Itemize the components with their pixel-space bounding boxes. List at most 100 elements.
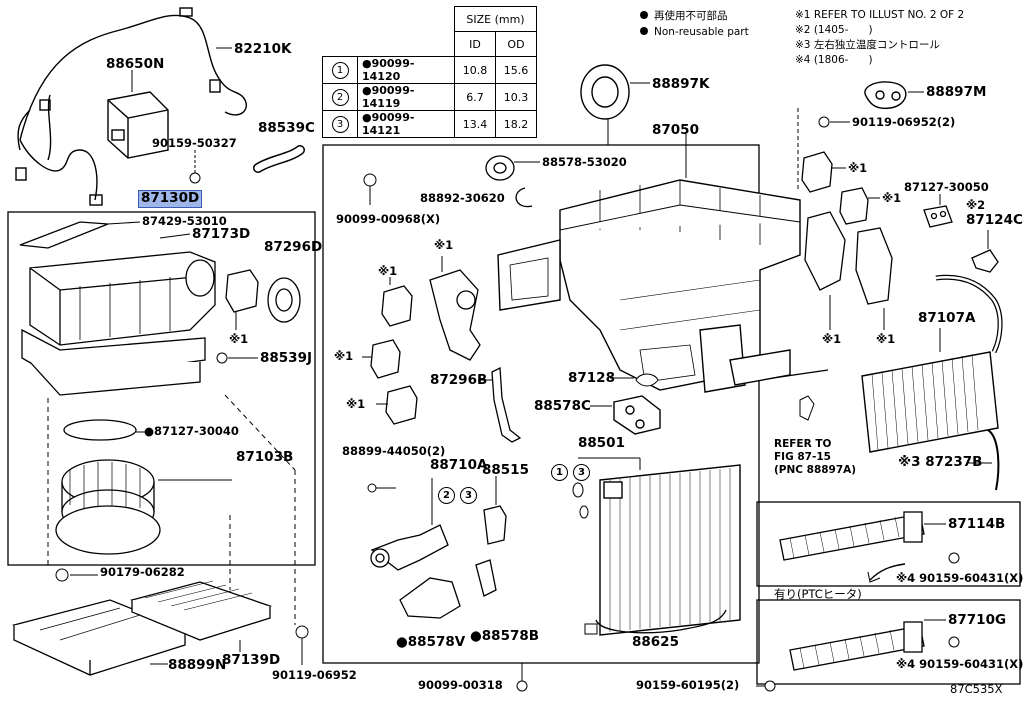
screw-icon (948, 636, 960, 648)
legend-en: Non-reusable part (654, 26, 749, 38)
part-label[interactable]: 88897M (926, 84, 987, 100)
part-label[interactable]: 88578C (534, 398, 591, 414)
part-label[interactable]: 87710G (948, 612, 1007, 628)
part-label[interactable]: 87114B (948, 516, 1006, 532)
o-ring-icon (572, 482, 589, 519)
bullet-icon (640, 27, 648, 35)
part-label[interactable]: ●88578B (470, 628, 540, 644)
note-mark: ※1 (848, 161, 868, 175)
part-label-highlighted[interactable]: 87130D (138, 190, 203, 208)
insulator-pad-icon (475, 559, 497, 597)
blower-unit-frame (7, 211, 316, 566)
part-label[interactable]: 88539J (260, 350, 312, 366)
size-table: SIZE (mm) ID OD 1 ●90099-14120 10.8 15.6… (322, 6, 537, 138)
part-label[interactable]: 88710A (430, 457, 488, 473)
part-label[interactable]: ●88578V (396, 634, 466, 650)
part-label[interactable]: 88501 (578, 435, 625, 451)
sensor-icon (799, 395, 815, 421)
figure-code: 87C535X (950, 682, 1003, 696)
part-label[interactable]: 90119-06952 (272, 668, 357, 682)
part-label[interactable]: 90099-00318 (418, 678, 503, 692)
part-label[interactable]: 87296D (264, 239, 323, 255)
part-label[interactable]: 87173D (192, 226, 251, 242)
heater-unit-frame (322, 144, 760, 664)
part-label[interactable]: 88892-30620 (420, 191, 505, 205)
part-label[interactable]: ※3 87237B (898, 454, 983, 470)
circle-marker: 1 (551, 464, 568, 481)
part-number: ●90099-14120 (357, 56, 455, 84)
ptc-heater-icon (789, 621, 925, 671)
wire-harness-icon (15, 7, 247, 206)
part-label[interactable]: 88650N (106, 56, 165, 72)
cabin-filter-icon (129, 580, 273, 641)
outer-diameter: 18.2 (495, 110, 537, 138)
seal-ring-icon (580, 64, 630, 120)
part-label[interactable]: 87127-30050 (904, 180, 989, 194)
grommet-icon (864, 81, 907, 110)
note-2: ※2 (1405- ) (795, 24, 873, 36)
screw-icon (363, 173, 377, 205)
bullet-icon (640, 11, 648, 19)
evaporator-icon (599, 464, 741, 636)
part-label[interactable]: 82210K (234, 41, 292, 57)
col-od: OD (495, 31, 537, 57)
table-row: 3 ●90099-14121 13.4 18.2 (322, 110, 537, 138)
part-label[interactable]: 88625 (632, 634, 679, 650)
part-label[interactable]: 87124C (966, 212, 1023, 228)
part-label[interactable]: 87429-53010 (142, 214, 227, 228)
insulator-pad-icon (399, 577, 461, 619)
part-label[interactable]: ※4 90159-60431(X) (896, 571, 1024, 585)
part-label[interactable]: 88899N (168, 657, 227, 673)
part-number: ●90099-14121 (357, 110, 455, 138)
clip-icon (971, 249, 999, 273)
part-label[interactable]: 87296B (430, 372, 488, 388)
part-label[interactable]: 87050 (652, 122, 699, 138)
part-label[interactable]: 90119-06952(2) (852, 115, 956, 129)
ptc-heater-icon (779, 511, 925, 561)
blower-fan-icon (55, 419, 161, 555)
screw-icon (367, 483, 396, 493)
inner-diameter: 10.8 (454, 56, 496, 84)
valve-icon (483, 505, 507, 545)
part-label[interactable]: 88899-44050(2) (342, 444, 446, 458)
note-mark: ※1 (378, 264, 398, 278)
part-label[interactable]: ※4 90159-60431(X) (896, 657, 1024, 671)
part-label[interactable]: 90159-60195(2) (636, 678, 740, 692)
note-mark: ※1 (876, 332, 896, 346)
part-label[interactable]: 88897K (652, 76, 710, 92)
part-label[interactable]: 88515 (482, 462, 529, 478)
part-label[interactable]: 90099-00968(X) (336, 212, 441, 226)
outer-diameter: 10.3 (495, 83, 537, 111)
part-label[interactable]: 87103B (236, 449, 294, 465)
reference-note[interactable]: REFER TO FIG 87-15 (PNC 88897A) (774, 438, 857, 477)
heater-case-icon (497, 179, 801, 393)
clip-icon (635, 373, 659, 387)
part-label[interactable]: 87139D (222, 652, 281, 668)
ptc-heater-frame-lower (756, 599, 1021, 685)
outer-diameter: 15.6 (495, 56, 537, 84)
note-mark: ※1 (822, 332, 842, 346)
rubber-seal-icon (485, 155, 515, 181)
seal-pad-icon (923, 205, 953, 228)
part-label[interactable]: 88578-53020 (542, 155, 627, 169)
part-label[interactable]: 90179-06282 (100, 565, 185, 579)
note-mark: ※1 (882, 191, 902, 205)
row-number: 3 (331, 115, 349, 133)
part-label[interactable]: 87107A (918, 310, 976, 326)
part-label[interactable]: 87128 (568, 370, 615, 386)
note-mark: ※1 (346, 397, 366, 411)
screw-icon (818, 116, 830, 128)
table-row: 1 ●90099-14120 10.8 15.6 (322, 56, 537, 84)
part-label[interactable]: 90159-50327 (152, 136, 237, 150)
actuator-icon (370, 269, 522, 443)
packing-pad-icon (613, 395, 661, 435)
table-row: 2 ●90099-14119 6.7 10.3 (322, 83, 537, 111)
part-label[interactable]: 88539C (258, 120, 315, 136)
note-mark: ※2 (966, 198, 986, 212)
screw-icon (189, 150, 201, 184)
row-number: 1 (331, 61, 349, 79)
part-label[interactable]: ●87127-30040 (144, 424, 239, 438)
circle-marker: 3 (573, 464, 590, 481)
note-mark: ※1 (334, 349, 354, 363)
